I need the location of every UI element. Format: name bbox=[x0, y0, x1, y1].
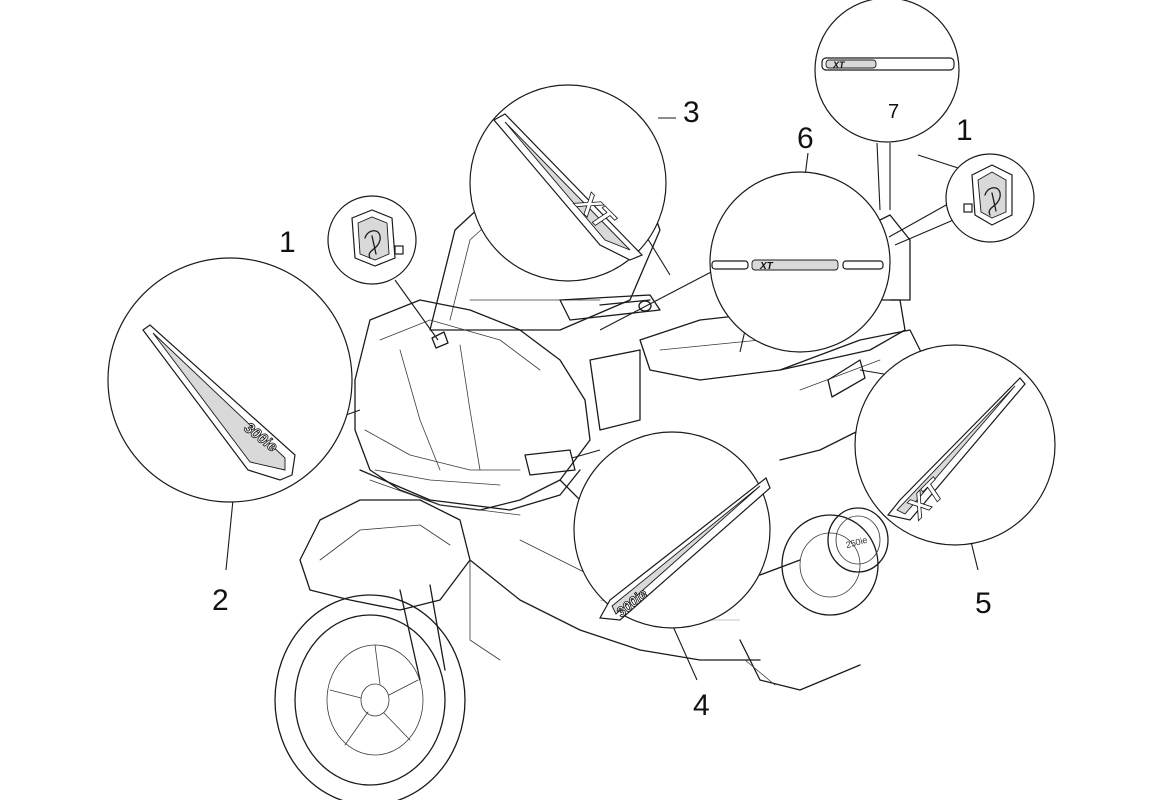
callout-1-right: 1 bbox=[956, 114, 973, 147]
callout-7: 7 bbox=[888, 101, 899, 123]
callout-2: 2 bbox=[212, 584, 229, 617]
callout-5: 5 bbox=[975, 587, 992, 620]
decal-xt-top-stripe: XT bbox=[821, 57, 955, 71]
detail-circle-badge-right bbox=[945, 153, 1035, 243]
detail-circle-decal-2: 300ie bbox=[107, 257, 353, 503]
decal-xt-tail-text: XT bbox=[759, 261, 774, 272]
decal-300ie-left: 300ie bbox=[142, 324, 296, 481]
detail-circle-decal-3: XT bbox=[469, 84, 667, 282]
detail-circle-decal-5: XT bbox=[854, 344, 1056, 546]
detail-circle-decal-4: 300ie bbox=[573, 431, 771, 629]
engine-cover-label: 250ie bbox=[845, 535, 869, 550]
detail-circle-decal-6: XT bbox=[709, 171, 891, 353]
callout-3: 3 bbox=[683, 96, 700, 129]
decal-xt-top-text: XT bbox=[832, 60, 846, 70]
detail-circle-decal-7: XT bbox=[814, 0, 960, 143]
callout-1-left: 1 bbox=[279, 226, 296, 259]
callout-numbers: 1 1 2 3 4 5 6 7 bbox=[212, 96, 992, 722]
callout-4: 4 bbox=[693, 689, 710, 722]
callout-6: 6 bbox=[797, 122, 814, 155]
piaggio-logo-badge-left bbox=[351, 209, 404, 267]
detail-circle-badge-left bbox=[327, 195, 417, 285]
piaggio-logo-badge-right bbox=[963, 164, 1013, 226]
decal-xt-tail-stripe: XT bbox=[711, 259, 884, 272]
